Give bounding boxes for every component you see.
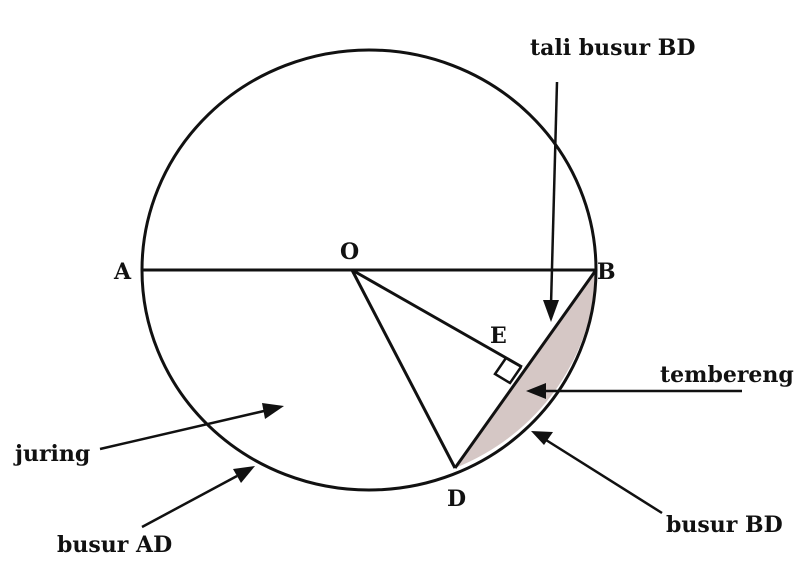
right-angle-marker — [493, 357, 523, 385]
arrow-busur-bd — [531, 431, 663, 515]
label-juring: juring — [13, 441, 90, 467]
arrow-juring — [99, 403, 284, 451]
label-chord-bd: tali busur BD — [530, 35, 695, 61]
point-e-label: E — [490, 323, 507, 349]
point-o-label: O — [340, 239, 359, 265]
point-d-label: D — [447, 486, 466, 512]
chord-bd — [453, 269, 598, 469]
line-oe — [351, 268, 523, 369]
arrow-chord-bd — [543, 81, 559, 322]
arrow-busur-ad — [141, 466, 255, 529]
point-b-label: B — [597, 259, 616, 285]
label-busur-ad: busur AD — [57, 532, 172, 558]
radius-od — [350, 269, 457, 469]
arrow-tembereng — [526, 383, 742, 399]
label-tembereng: tembereng — [660, 362, 794, 388]
label-busur-bd: busur BD — [666, 512, 783, 538]
point-a-label: A — [113, 259, 132, 285]
